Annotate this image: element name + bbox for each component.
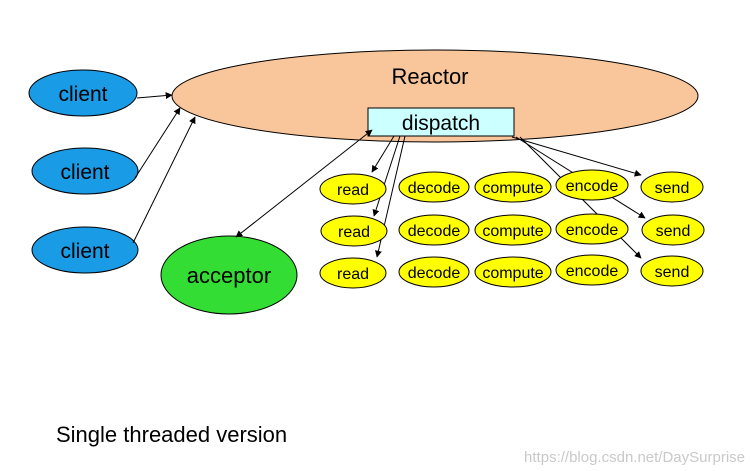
- handler-compute-label: compute: [482, 180, 543, 197]
- handler-row-3: read decode compute encode send: [319, 254, 704, 289]
- arrow-dispatch-read-1: [371, 135, 395, 173]
- dispatch-label: dispatch: [402, 112, 480, 135]
- arrow-client3-reactor: [132, 116, 196, 244]
- watermark: https://blog.csdn.net/DaySurprise: [524, 449, 745, 466]
- handler-decode-label: decode: [408, 180, 461, 197]
- client-label-1: client: [58, 83, 107, 106]
- handler-decode-label: decode: [408, 223, 461, 240]
- handler-compute-label: compute: [482, 265, 543, 282]
- handler-read-label: read: [337, 266, 369, 283]
- handler-encode-label: encode: [566, 222, 619, 239]
- handler-row-2: read decode compute encode send: [320, 213, 705, 247]
- acceptor-label: acceptor: [187, 263, 271, 288]
- arrow-dispatch-send-1: [511, 136, 642, 177]
- handler-send: [640, 171, 704, 203]
- handler-encode-label: encode: [566, 178, 619, 195]
- caption: Single threaded version: [56, 422, 287, 447]
- handler-read: [319, 173, 387, 205]
- handler-read: [320, 215, 388, 247]
- handler-decode: [398, 256, 470, 288]
- handler-compute-label: compute: [482, 223, 543, 240]
- handler-row-1: read decode compute encode send: [319, 169, 704, 205]
- handler-decode-label: decode: [408, 265, 461, 282]
- client-node-2: [31, 147, 139, 195]
- client-label-3: client: [60, 240, 109, 263]
- handler-read-label: read: [338, 224, 370, 241]
- handler-compute: [474, 214, 552, 246]
- arrow-client1-reactor: [136, 92, 173, 100]
- client-label-2: client: [60, 161, 109, 184]
- handler-send-label: send: [655, 180, 690, 197]
- handler-encode-label: encode: [566, 263, 619, 280]
- handler-read: [319, 257, 387, 289]
- arrow-dispatch-acceptor: [235, 129, 373, 238]
- dispatch-box: [367, 107, 515, 137]
- client-node-3: [31, 226, 139, 274]
- handler-encode: [555, 169, 629, 201]
- handler-compute: [474, 171, 552, 203]
- handler-encode: [555, 254, 629, 286]
- handler-send: [641, 214, 705, 246]
- handler-decode: [398, 171, 470, 203]
- arrow-client2-reactor: [134, 107, 181, 179]
- arrow-dispatch-read-2: [372, 135, 401, 217]
- handler-read-label: read: [337, 182, 369, 199]
- handler-decode: [398, 214, 470, 246]
- handler-compute: [474, 256, 552, 288]
- acceptor-node: [160, 235, 298, 315]
- client-node-1: [28, 69, 138, 117]
- handler-send-label: send: [656, 223, 691, 240]
- handler-send: [640, 255, 704, 287]
- handler-encode: [555, 213, 629, 245]
- reactor-title: Reactor: [391, 64, 468, 89]
- handler-send-label: send: [655, 264, 690, 281]
